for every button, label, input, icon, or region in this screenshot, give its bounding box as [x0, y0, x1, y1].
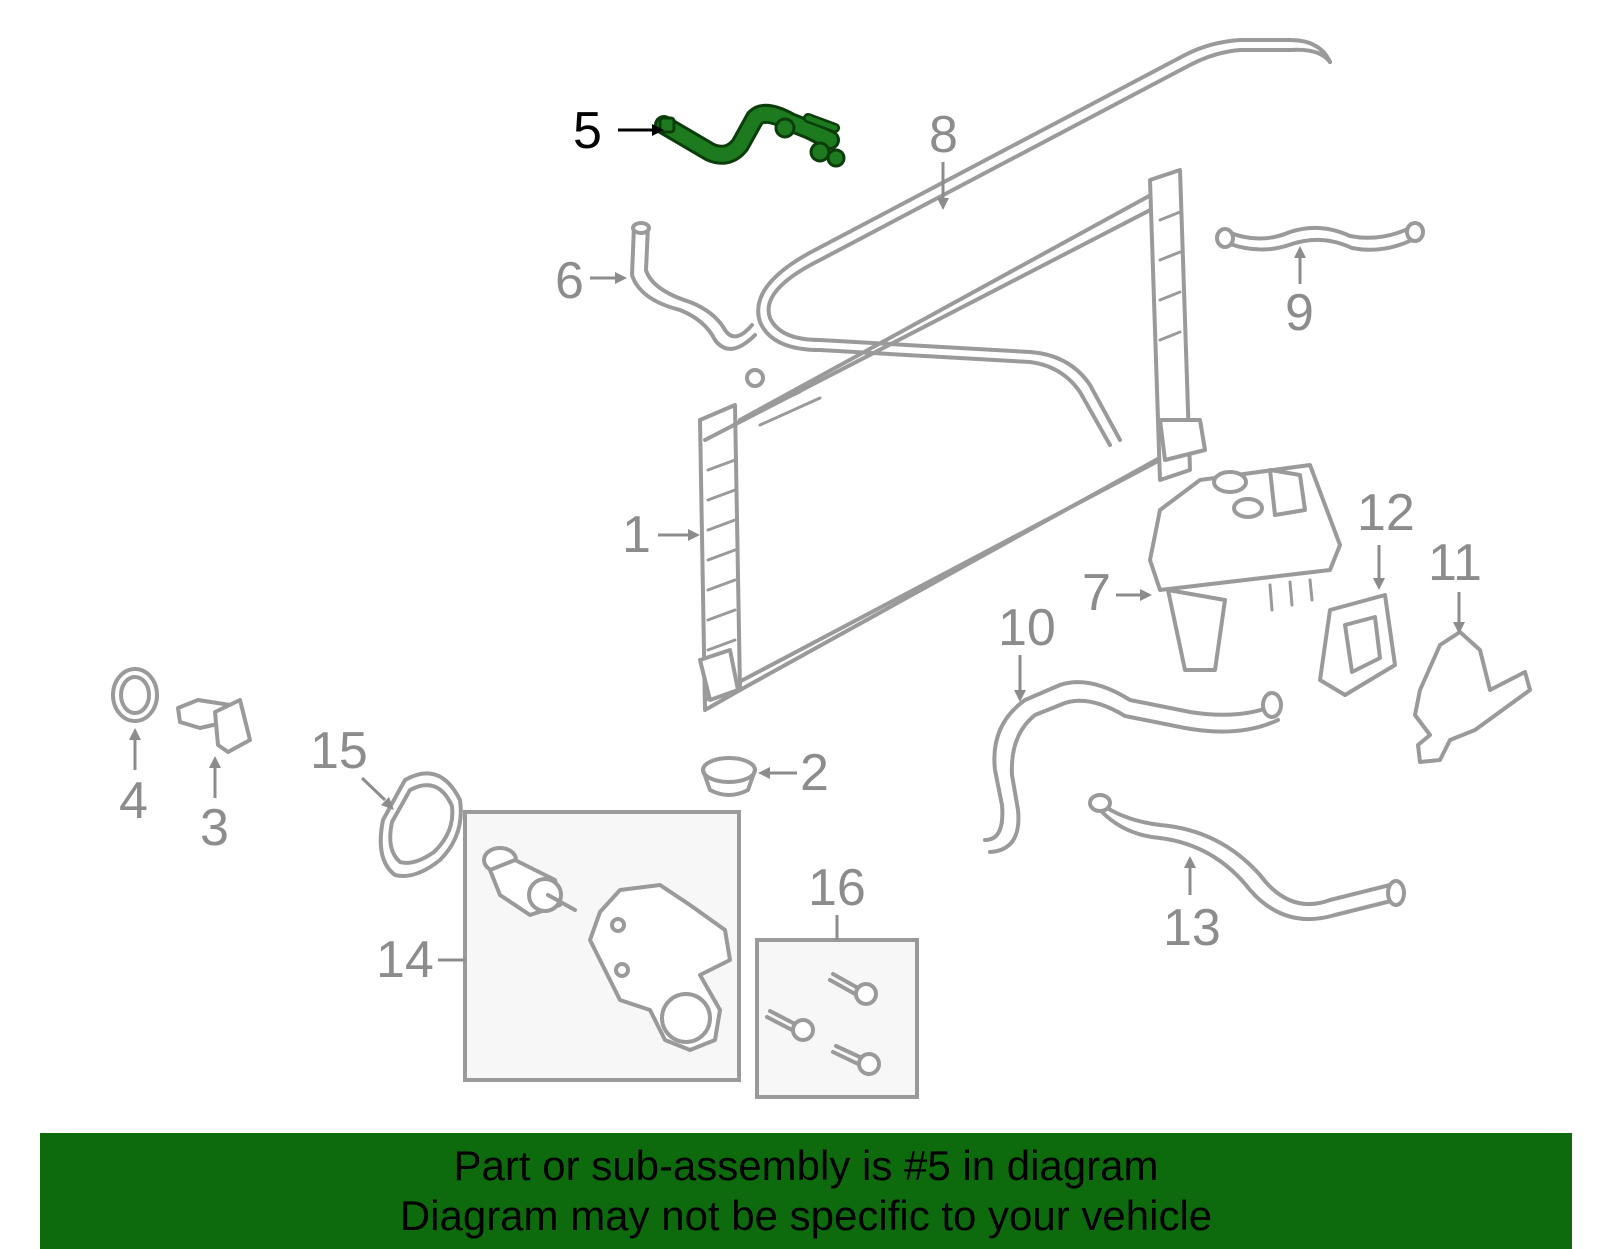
callout-10-label: 10 — [998, 599, 1056, 657]
callout-13-label: 13 — [1163, 899, 1221, 957]
callout-15-label: 15 — [310, 722, 368, 780]
callout-8-label: 8 — [929, 106, 958, 164]
part-6-hose[interactable] — [630, 221, 757, 351]
part-7-reservoir[interactable] — [1148, 463, 1342, 672]
callout-11: 11 — [1428, 534, 1482, 634]
callout-6: 6 — [555, 252, 627, 310]
callout-7-label: 7 — [1082, 564, 1111, 622]
callout-3: 3 — [200, 756, 229, 857]
part-3-plug[interactable] — [176, 698, 252, 754]
callout-2: 2 — [758, 744, 829, 802]
callout-16-label: 16 — [808, 859, 866, 917]
callout-4-label: 4 — [119, 772, 148, 830]
part-13-hose[interactable] — [1088, 793, 1406, 922]
callout-1: 1 — [622, 506, 700, 564]
part-12-gasket[interactable] — [1318, 593, 1397, 697]
callout-1-label: 1 — [622, 506, 651, 564]
banner-line-disclaimer: Diagram may not be specific to your vehi… — [399, 1192, 1213, 1239]
part-14-thermostat-assembly[interactable] — [463, 810, 741, 1082]
part-8-overflow-hose[interactable] — [756, 38, 1332, 447]
part-4-o-ring[interactable] — [111, 667, 159, 723]
callout-11-label: 11 — [1428, 534, 1482, 592]
callout-7: 7 — [1082, 564, 1152, 622]
bolt-c — [831, 1044, 881, 1076]
callout-14-label: 14 — [376, 931, 434, 989]
callout-13: 13 — [1163, 856, 1221, 957]
callout-2-label: 2 — [800, 744, 829, 802]
callout-3-label: 3 — [200, 799, 229, 857]
callout-5: 5 — [573, 102, 664, 160]
info-banner: Part or sub-assembly is #5 in diagram Di… — [40, 1133, 1572, 1249]
banner-line-part: Part or sub-assembly is #5 in diagram — [453, 1142, 1159, 1189]
callout-9: 9 — [1285, 246, 1314, 342]
parts-diagram: 5 8 6 9 1 12 11 7 10 2 4 3 — [111, 38, 1532, 1099]
callout-12-label: 12 — [1357, 484, 1415, 542]
part-2-cap[interactable] — [701, 756, 757, 797]
callout-15: 15 — [310, 722, 394, 810]
part-16-bolts[interactable] — [755, 938, 919, 1099]
bolt-b — [765, 1009, 815, 1042]
callout-8: 8 — [929, 106, 958, 210]
part-5-hose-highlighted[interactable] — [654, 103, 846, 168]
bolt-a — [828, 972, 878, 1006]
callout-6-label: 6 — [555, 252, 584, 310]
part-10-hose[interactable] — [983, 680, 1283, 854]
callout-14: 14 — [376, 931, 465, 989]
part-11-bracket[interactable] — [1413, 630, 1532, 764]
part-15-gasket[interactable] — [378, 771, 463, 878]
callout-5-label: 5 — [573, 102, 602, 160]
callout-12: 12 — [1357, 484, 1415, 590]
callout-16: 16 — [808, 859, 866, 940]
part-9-hose[interactable] — [1215, 221, 1425, 252]
callout-4: 4 — [119, 728, 148, 830]
callout-9-label: 9 — [1285, 284, 1314, 342]
part-1-radiator[interactable] — [698, 168, 1207, 712]
callout-10: 10 — [998, 599, 1056, 702]
